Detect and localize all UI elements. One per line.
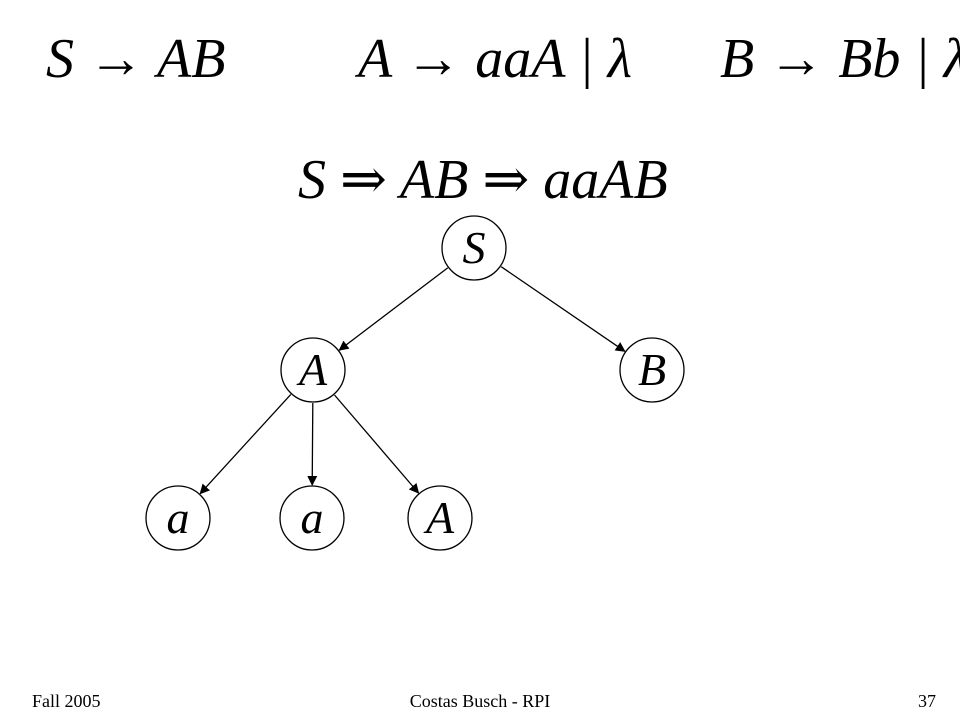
tree-node-label: A	[423, 492, 455, 543]
footer-term: Fall 2005	[32, 691, 101, 711]
tree-node-circle	[279, 485, 345, 551]
grammar-rule-s: S → AB	[46, 28, 226, 90]
footer-page-number: 37	[918, 691, 936, 711]
tree-node-label: a	[301, 492, 324, 543]
tree-edge-s-a1	[338, 267, 449, 351]
grammar-rule-a: A → aaA | λ	[358, 28, 633, 90]
tree-edges	[199, 266, 626, 495]
grammar-rule-b: B → Bb | λ	[720, 28, 960, 90]
tree-node-a1: A	[280, 337, 346, 403]
tree-node-label: S	[463, 222, 486, 273]
tree-node-s: S	[441, 215, 507, 281]
tree-node-a2: A	[407, 485, 473, 551]
tree-edge-s-b	[500, 266, 626, 352]
tree-node-circle	[619, 337, 685, 403]
tree-node-label: A	[296, 344, 328, 395]
tree-edge-a1-a2	[307, 402, 318, 486]
tree-edge-a1-a2	[334, 394, 420, 494]
tree-node-label: a	[167, 492, 190, 543]
tree-edge-a1-a1	[199, 393, 292, 495]
tree-node-label: B	[638, 344, 666, 395]
tree-node-b: B	[619, 337, 685, 403]
tree-node-circle	[145, 485, 211, 551]
tree-nodes: S A Ba a A	[145, 215, 685, 551]
tree-node-circle	[407, 485, 473, 551]
tree-node-circle	[280, 337, 346, 403]
derivation-sequence: S ⇒ AB ⇒ aaAB	[298, 149, 668, 211]
tree-node-circle	[441, 215, 507, 281]
tree-node-a1: a	[145, 485, 211, 551]
tree-node-a2: a	[279, 485, 345, 551]
footer-author: Costas Busch - RPI	[409, 691, 551, 711]
